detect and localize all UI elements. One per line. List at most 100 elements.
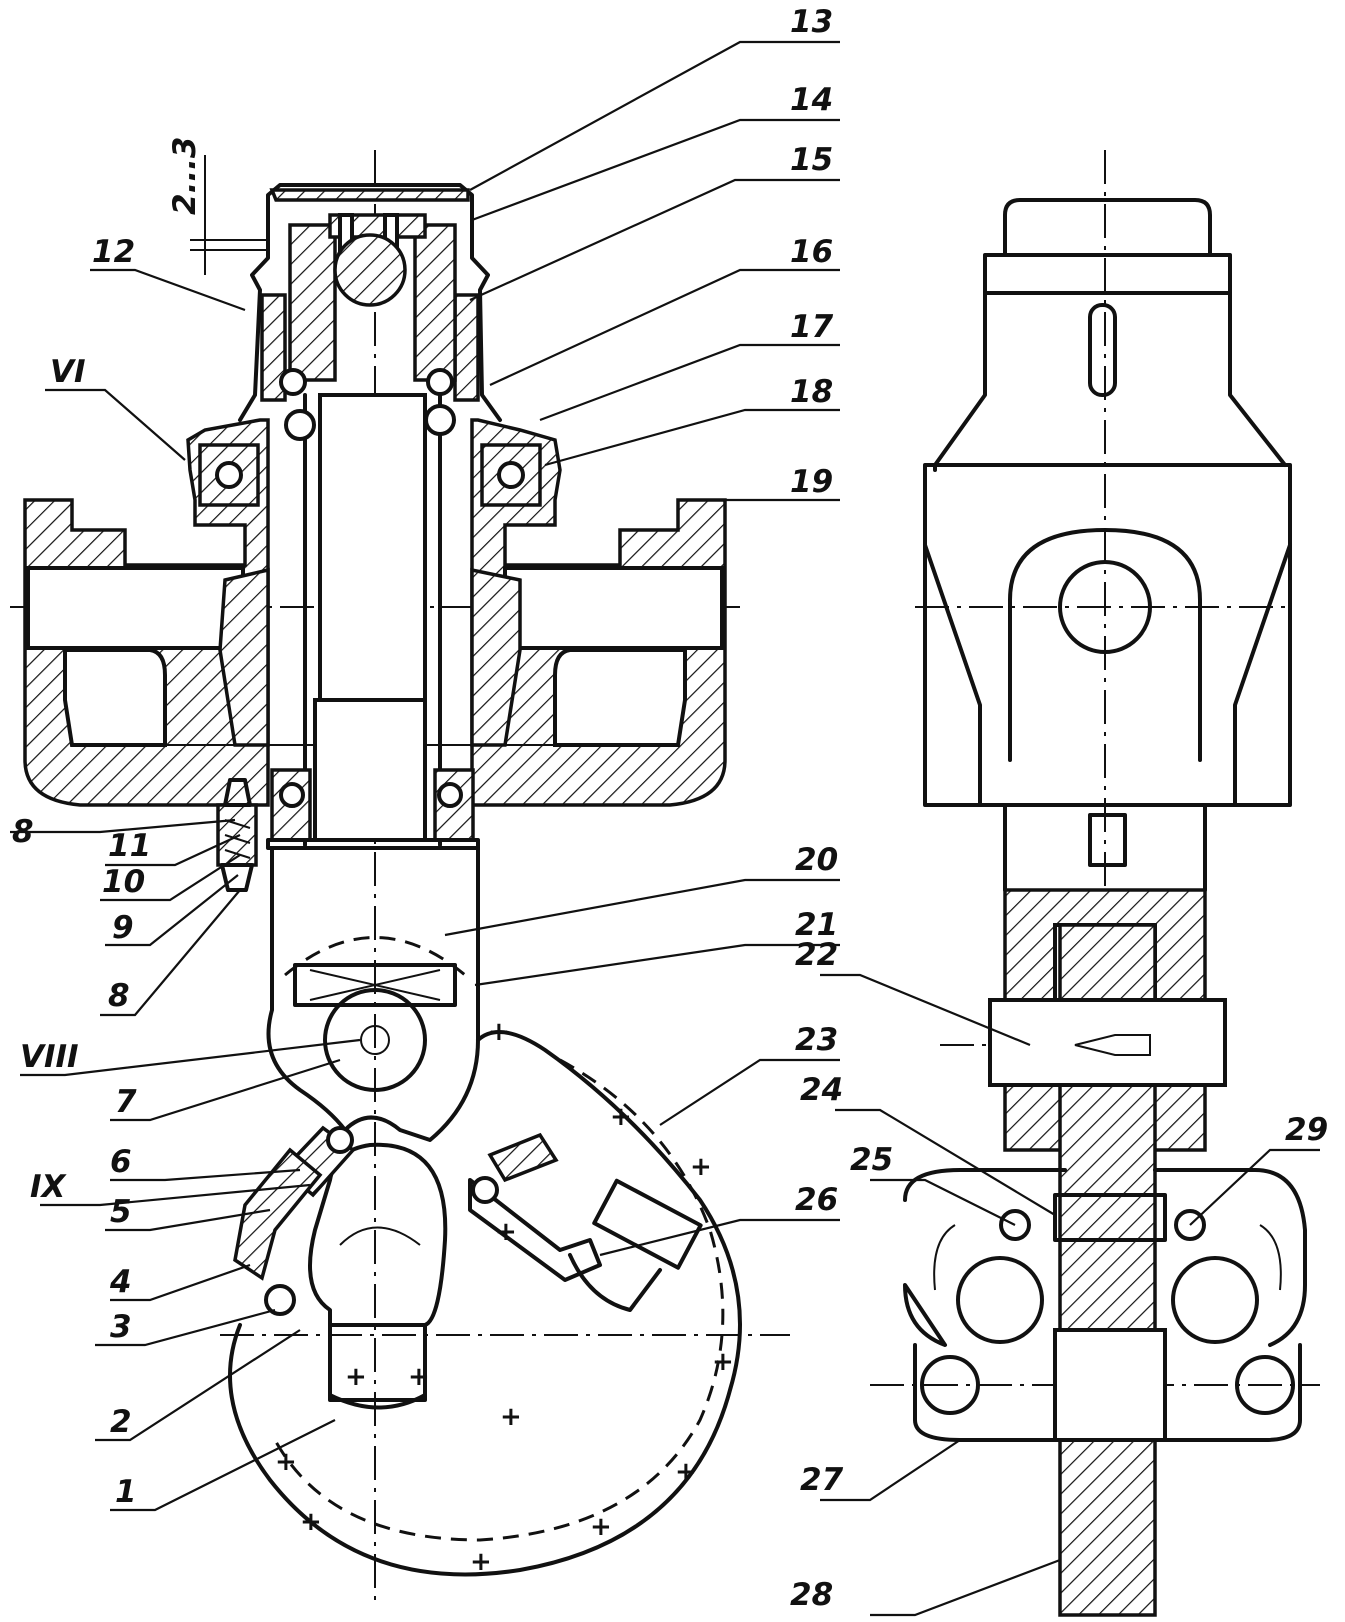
traverse-bore-right (503, 566, 724, 650)
callout-1: 1 (115, 1474, 137, 1510)
side-traverse-pad (1008, 528, 1202, 762)
right-side-view (870, 150, 1320, 1617)
callout-5: 5 (110, 1194, 132, 1230)
hook-throat (308, 1142, 448, 1410)
callout-12: 12 (92, 234, 135, 270)
callout-IX: IX (30, 1169, 68, 1205)
svg-text:+: + (495, 1217, 517, 1247)
callout-8-upper: 8 (12, 814, 34, 850)
callout-17: 17 (790, 309, 834, 345)
hook-pin-7-center (360, 1025, 390, 1055)
mid-ball-right (424, 404, 456, 436)
callout-28: 28 (790, 1577, 833, 1613)
side-traverse-profile (923, 543, 1292, 807)
upper-ball-right (426, 368, 454, 396)
svg-text:+: + (690, 1152, 712, 1182)
cap-13 (269, 188, 470, 202)
traverse-pocket-right (553, 648, 687, 747)
callout-26: 26 (795, 1182, 838, 1218)
callout-4: 4 (109, 1264, 132, 1300)
grease-nipple (216, 778, 258, 892)
callout-7: 7 (115, 1084, 137, 1120)
callout-8-lower: 8 (108, 978, 130, 1014)
lower-ball-left (279, 782, 305, 808)
upper-ball-left (279, 368, 307, 396)
side-pin-22 (988, 998, 1227, 1087)
svg-text:+: + (345, 1362, 367, 1392)
left-section-view (10, 150, 790, 1600)
dimension-2-3: 2...3 (167, 137, 268, 275)
leader-lines (10, 40, 1320, 1617)
safety-latch (233, 1125, 356, 1316)
svg-text:+: + (408, 1362, 430, 1392)
mid-ball-left (284, 409, 316, 441)
callout-6: 6 (110, 1144, 132, 1180)
callout-23: 23 (795, 1022, 838, 1058)
svg-text:+: + (590, 1512, 612, 1542)
dimension-text: 2...3 (167, 137, 203, 215)
hook-pin-7 (323, 988, 427, 1092)
callout-14: 14 (790, 82, 833, 118)
shank-inner-rod (318, 393, 427, 702)
hook-body (228, 846, 742, 1577)
housing-wall-left (260, 293, 287, 402)
throat-pad (328, 1323, 427, 1402)
latch-plate-21 (293, 963, 457, 1007)
svg-text:+: + (488, 1017, 510, 1047)
weld-marks: + + + + + + + + + + + + + (275, 1017, 734, 1577)
lower-ball-right (437, 782, 463, 808)
side-cap-ring (983, 253, 1232, 295)
callout-2: 2 (110, 1404, 132, 1440)
bearing-housing (238, 183, 502, 422)
svg-text:+: + (500, 1402, 522, 1432)
lower-bearing-cage (266, 838, 480, 850)
side-shank (1003, 803, 1207, 892)
callout-25: 25 (850, 1142, 893, 1178)
hook-back-dashed-contour (273, 1058, 725, 1542)
nut-14-right (413, 223, 457, 382)
callout-16: 16 (790, 234, 833, 270)
callout-29: 29 (1285, 1112, 1328, 1148)
thrust-bearing (198, 443, 542, 507)
side-housing (933, 291, 1287, 472)
side-sheave-right-low (1235, 1355, 1295, 1415)
side-traverse-trunnion (1058, 560, 1152, 654)
callout-21: 21 (795, 907, 838, 943)
svg-text:+: + (610, 1102, 632, 1132)
callout-VIII: VIII (20, 1039, 79, 1075)
side-pin-22-slot (1074, 1034, 1151, 1056)
callout-13: 13 (790, 4, 833, 40)
svg-text:+: + (300, 1507, 322, 1537)
svg-text:+: + (470, 1547, 492, 1577)
side-sheave-body (903, 1168, 1307, 1347)
side-bolt-25 (999, 1209, 1031, 1241)
side-sheave-left (956, 1256, 1044, 1344)
callout-24: 24 (800, 1072, 843, 1108)
callout-15: 15 (790, 142, 833, 178)
svg-text:+: + (275, 1447, 297, 1477)
side-sheave-right (1171, 1256, 1259, 1344)
housing-wall-right (453, 293, 480, 402)
callout-9: 9 (112, 910, 134, 946)
callout-10: 10 (102, 864, 145, 900)
side-sheave-left-low (920, 1355, 980, 1415)
side-bolt-29 (1174, 1209, 1206, 1241)
side-spacer-top (1053, 1193, 1167, 1242)
callout-19: 19 (790, 464, 833, 500)
side-traverse-body (923, 463, 1292, 807)
shank-thread-key (313, 698, 427, 842)
svg-text:+: + (712, 1347, 734, 1377)
side-axle-block (1053, 1328, 1167, 1442)
callout-VI: VI (50, 354, 86, 390)
side-key (1088, 813, 1127, 867)
traverse-pocket-left (63, 648, 167, 747)
traverse-bore-left (26, 566, 245, 650)
side-slot (1088, 303, 1117, 397)
callout-labels: 13 14 15 16 17 18 19 12 VI 8 11 10 9 8 V… (12, 4, 1328, 1613)
callout-22: 22 (795, 937, 838, 973)
svg-text:+: + (675, 1457, 697, 1487)
side-cap (1003, 198, 1212, 257)
callout-27: 27 (800, 1462, 844, 1498)
callout-11: 11 (108, 828, 151, 864)
